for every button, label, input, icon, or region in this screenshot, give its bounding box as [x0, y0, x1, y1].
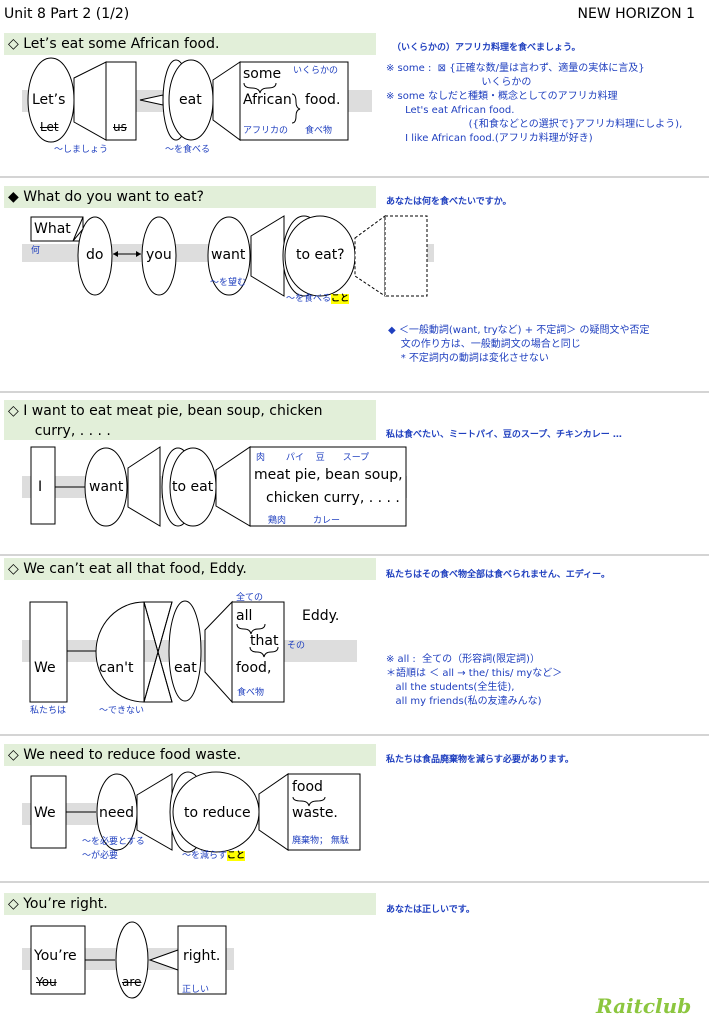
- s1-title: ◇ Let’s eat some African food.: [4, 33, 376, 55]
- s3-word-toeat: to eat: [172, 479, 214, 495]
- s4-gloss-that: その: [287, 641, 306, 651]
- s4-word-food: food,: [236, 660, 272, 676]
- s2-gloss-toeat: ～を食べること: [286, 291, 350, 304]
- s3-title-line1: ◇ I want to eat meat pie, bean soup, chi…: [8, 403, 323, 419]
- s5-word-waste: waste.: [292, 805, 338, 821]
- page-header-right: NEW HORIZON 1: [577, 6, 695, 22]
- s4-word-that: that: [250, 633, 279, 649]
- s6-word-you: You: [36, 975, 57, 989]
- s4-gloss-all: 全ての: [236, 593, 264, 603]
- s3-line1: meat pie, bean soup,: [254, 467, 403, 483]
- s4-word-cant: can't: [99, 660, 134, 676]
- s3-line2: chicken curry, . . . .: [266, 490, 400, 506]
- s1-word-eat: eat: [179, 92, 202, 108]
- s1-gloss-lets: ～しましょう: [54, 145, 109, 155]
- page-header-left: Unit 8 Part 2 (1/2): [4, 6, 130, 22]
- s2-title: ◆ What do you want to eat?: [4, 186, 376, 208]
- s4-gloss-food: 食べ物: [237, 688, 265, 698]
- s4-title: ◇ We can’t eat all that food, Eddy.: [4, 558, 376, 580]
- s2-word-what: What: [34, 221, 71, 237]
- s1-translation: （いくらかの）アフリカ料理を食べましょう。: [392, 43, 581, 53]
- s2-word-you: you: [146, 247, 172, 263]
- s5-gloss-toreduce-hl: こと: [226, 851, 245, 861]
- s3-gloss-bottom: 鶏肉 カレー: [268, 516, 341, 526]
- s5-gloss-toreduce: ～を減らすこと: [182, 848, 245, 861]
- s2-word-toeat: to eat?: [296, 247, 345, 263]
- s2-notes: ◆ ＜一般動詞(want, tryなど) + 不定詞＞ の疑問文や否定 文の作り…: [388, 325, 650, 364]
- s5-word-we: We: [34, 805, 56, 821]
- s5-translation: 私たちは食品廃棄物を減らす必要があります。: [386, 755, 574, 765]
- s5-gloss-waste: 廃棄物； 無駄: [292, 836, 349, 846]
- s1-word-us: us: [113, 120, 127, 134]
- s4-translation: 私たちはその食べ物全部は食べられません、エディー。: [386, 570, 611, 580]
- s1-gloss-food: 食べ物: [305, 126, 333, 136]
- s6-title: ◇ You’re right.: [4, 893, 376, 915]
- s4-word-we: We: [34, 660, 56, 676]
- s6-word-youre: You’re: [34, 948, 77, 964]
- s1-word-let: Let: [40, 120, 59, 134]
- s1-word-some: some: [243, 66, 282, 82]
- s2-translation: あなたは何を食べたいですか。: [386, 197, 512, 207]
- s6-gloss-right: 正しい: [182, 985, 210, 995]
- s4-word-all: all: [236, 608, 253, 624]
- s4-gloss-cant: ～できない: [99, 706, 145, 716]
- raitclub-logo: Raitclub: [596, 994, 692, 1018]
- s6-word-right: right.: [183, 948, 221, 964]
- s4-word-eddy: Eddy.: [302, 608, 340, 624]
- s5-gloss-toreduce-pre: ～を減らす: [182, 851, 227, 861]
- s5-word-need: need: [99, 805, 134, 821]
- s3-gloss-top: 肉 パイ 豆 スープ: [256, 453, 370, 463]
- s5-title: ◇ We need to reduce food waste.: [4, 744, 376, 766]
- s3-title-line2: curry, . . . .: [8, 423, 111, 439]
- s4-word-eat: eat: [174, 660, 197, 676]
- s1-gloss-some: いくらかの: [293, 66, 339, 76]
- s2-gloss-want: ～を望む: [210, 278, 247, 288]
- s1-notes: ※ some : ⊠ {正確な数/量は言わず、適量の実体に言及} いくらかの ※…: [386, 63, 683, 144]
- s5-word-toreduce: to reduce: [184, 805, 251, 821]
- s1-word-african: African: [243, 92, 292, 108]
- s6-translation: あなたは正しいです。: [386, 905, 475, 915]
- s3-word-i: I: [38, 479, 43, 495]
- s3-translation: 私は食べたい、ミートパイ、豆のスープ、チキンカレー …: [386, 430, 622, 440]
- s4-notes: ※ all : 全ての（形容詞(限定詞)） ＊語順は ＜ all → the/ …: [386, 654, 563, 707]
- s2-word-want: want: [211, 247, 246, 263]
- s2-gloss-toeat-pre: ～を食べる: [286, 294, 332, 304]
- s2-gloss-what: 何: [31, 246, 41, 256]
- s5-gloss-need2: ～が必要: [82, 851, 119, 861]
- s2-word-do: do: [86, 247, 104, 263]
- s3-word-want: want: [89, 479, 124, 495]
- s2-gloss-toeat-hl: こと: [331, 294, 350, 304]
- s3-title: ◇ I want to eat meat pie, bean soup, chi…: [4, 400, 376, 440]
- s1-gloss-eat: ～を食べる: [165, 145, 211, 155]
- s5-word-food: food: [292, 779, 323, 795]
- s1-word-food: food.: [305, 92, 341, 108]
- s1-gloss-african: アフリカの: [243, 126, 289, 136]
- s6-word-are: are: [122, 975, 142, 989]
- s1-word-lets: Let’s: [32, 92, 66, 108]
- s5-gloss-need1: ～を必要とする: [82, 837, 145, 847]
- s4-gloss-we: 私たちは: [30, 706, 67, 716]
